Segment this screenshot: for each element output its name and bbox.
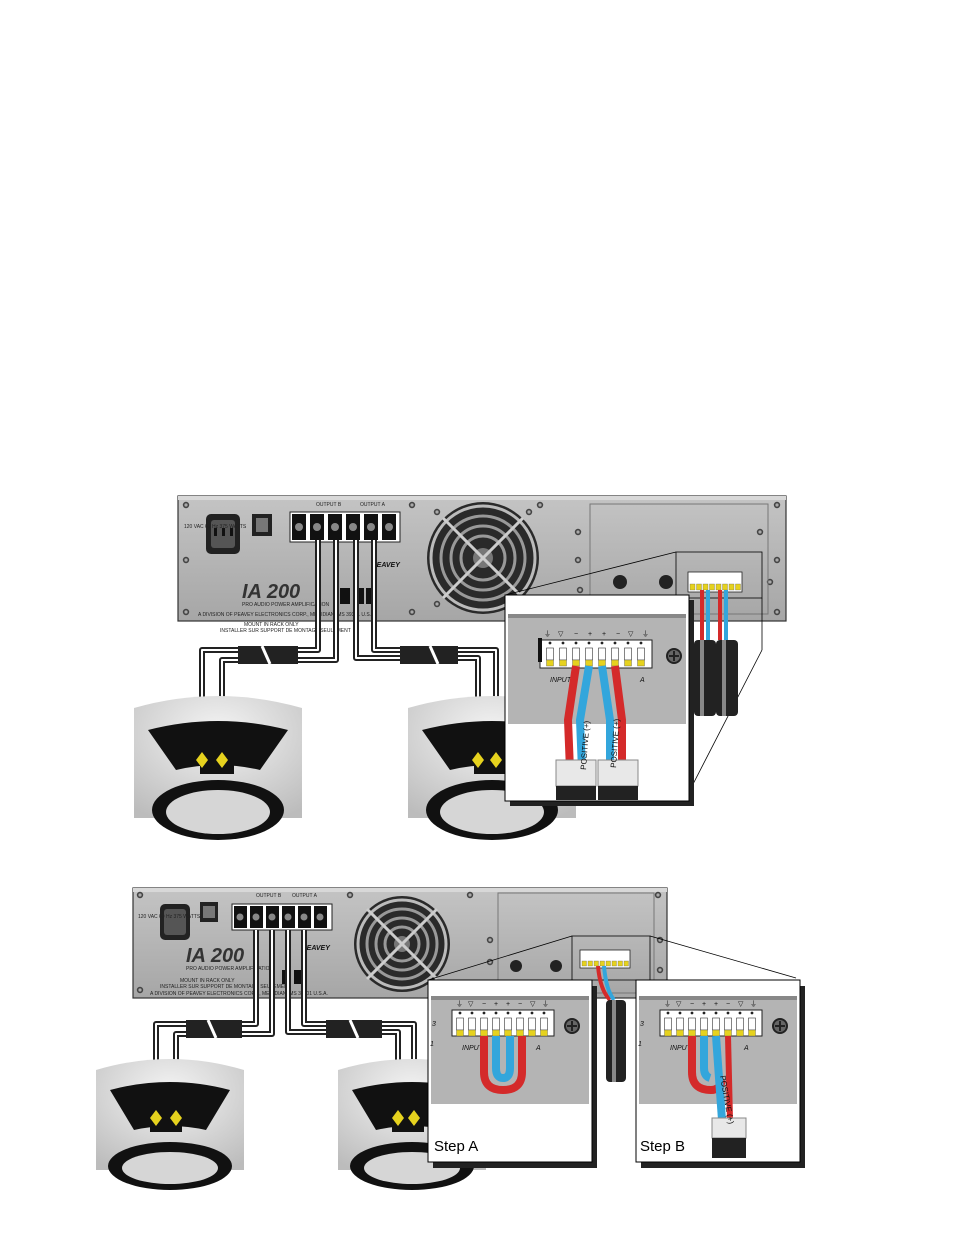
step-b-inset: 3 1 ⏚ ▽ − + + − ▽ ⏚ INPUT A xyxy=(635,979,805,1168)
rack-note-1: MOUNT IN RACK ONLY xyxy=(244,622,299,628)
svg-text:▽: ▽ xyxy=(676,1001,682,1008)
svg-text:▽: ▽ xyxy=(530,1001,536,1008)
strip-label-row: ⏚ ▽ − + + − ▽ ⏚ xyxy=(456,1000,549,1008)
speaker-minus-label: − xyxy=(474,765,479,775)
terminal-strip-icon xyxy=(538,638,653,669)
jumper-wires xyxy=(480,1036,526,1095)
svg-text:⏚: ⏚ xyxy=(750,1000,757,1008)
jumper-wires xyxy=(688,1035,747,1158)
rack-note-1: MOUNT IN RACK ONLY xyxy=(180,978,235,984)
power-label: 120 VAC 60 Hz 375 WATTS xyxy=(184,524,247,530)
power-switch-icon xyxy=(252,514,272,536)
svg-text:⏚: ⏚ xyxy=(664,1000,671,1008)
speaker-icon: − + xyxy=(96,1059,244,1190)
output-a-label: OUTPUT A xyxy=(360,502,386,508)
svg-text:▽: ▽ xyxy=(558,631,564,638)
svg-text:+: + xyxy=(494,1001,498,1008)
model-subtitle: PRO AUDIO POWER AMPLIFICATION xyxy=(186,966,274,972)
terminal-strip-icon xyxy=(687,571,743,593)
terminal-strip-icon xyxy=(579,949,631,969)
dial-mark: 3 xyxy=(432,1021,436,1028)
terminal-strip-icon xyxy=(451,1009,555,1037)
terminal-strip-icon xyxy=(659,1009,763,1037)
power-label: 120 VAC 60 Hz 375 WATTS xyxy=(138,914,201,920)
rack-note-2: INSTALLER SUR SUPPORT DE MONTAGE SEULEME… xyxy=(220,628,351,634)
input-label: INPUT xyxy=(670,1045,692,1052)
wire-label-positive: POSITIVE (+) xyxy=(609,718,621,768)
screw-icon xyxy=(564,1018,580,1034)
channel-label: A xyxy=(535,1045,541,1052)
svg-text:+: + xyxy=(588,631,592,638)
step-a-caption: Step A xyxy=(434,1138,478,1155)
output-a-label: OUTPUT A xyxy=(292,893,318,899)
speaker-icon: − + xyxy=(134,696,302,840)
power-switch-icon xyxy=(200,902,218,922)
gain-knob-icon xyxy=(510,960,562,972)
svg-text:−: − xyxy=(574,631,578,638)
svg-text:▽: ▽ xyxy=(468,1001,474,1008)
svg-text:+: + xyxy=(714,1001,718,1008)
model-name: IA 200 xyxy=(186,945,244,967)
gain-knob-icon xyxy=(613,575,673,589)
svg-text:▽: ▽ xyxy=(738,1001,744,1008)
svg-text:−: − xyxy=(690,1001,694,1008)
svg-text:+: + xyxy=(506,1001,510,1008)
strip-label-row: ⏚ ▽ − + + − ▽ ⏚ xyxy=(544,630,649,638)
input-cables xyxy=(596,965,626,1082)
input-wires xyxy=(555,665,639,800)
svg-text:−: − xyxy=(482,1001,486,1008)
svg-text:+: + xyxy=(602,631,606,638)
speaker-minus-label: − xyxy=(153,1123,158,1133)
svg-text:−: − xyxy=(616,631,620,638)
cooling-fan-icon xyxy=(427,502,539,614)
output-terminal-block xyxy=(231,903,333,931)
svg-text:▽: ▽ xyxy=(628,631,634,638)
speaker-minus-label: − xyxy=(200,765,205,775)
footer-text: A DIVISION OF PEAVEY ELECTRONICS CORP., … xyxy=(150,991,328,997)
brand-logo: PEAVEY xyxy=(372,562,401,569)
speaker-plus-label: + xyxy=(218,765,223,775)
output-b-label: OUTPUT B xyxy=(316,502,342,508)
top-diagram: 120 VAC 60 Hz 375 WATTS OUTPUT B OUTPUT … xyxy=(134,495,787,840)
svg-text:+: + xyxy=(702,1001,706,1008)
screw-icon xyxy=(666,648,682,664)
speaker-plus-label: + xyxy=(412,1123,417,1133)
terminal-detail-inset: ⏚ ▽ − + + − ▽ ⏚ INPUT A xyxy=(504,594,694,806)
svg-text:⏚: ⏚ xyxy=(544,630,551,638)
step-b-caption: Step B xyxy=(640,1138,685,1155)
iec-power-socket-icon xyxy=(160,904,190,940)
wire-label-positive: POSITIVE (+) xyxy=(579,720,591,770)
input-label: INPUT xyxy=(462,1045,484,1052)
svg-text:⏚: ⏚ xyxy=(542,1000,549,1008)
amplifier-rear-panel: 120 VAC 60 Hz 375 WATTS OUTPUT B OUTPUT … xyxy=(177,495,787,634)
strip-label-row: ⏚ ▽ − + + − ▽ ⏚ xyxy=(664,1000,757,1008)
output-terminal-block xyxy=(289,511,401,543)
model-name: IA 200 xyxy=(242,581,300,603)
speaker-plus-label: + xyxy=(492,765,497,775)
svg-text:−: − xyxy=(518,1001,522,1008)
svg-text:−: − xyxy=(726,1001,730,1008)
cooling-fan-icon xyxy=(354,896,450,992)
dial-mark: 1 xyxy=(638,1041,642,1048)
svg-text:⏚: ⏚ xyxy=(642,630,649,638)
model-subtitle: PRO AUDIO POWER AMPLIFICATION xyxy=(242,602,330,608)
rack-note-2: INSTALLER SUR SUPPORT DE MONTAGE SEULEME… xyxy=(160,984,291,990)
channel-label: A xyxy=(639,677,645,684)
channel-label: A xyxy=(743,1045,749,1052)
iec-power-socket-icon xyxy=(206,514,240,554)
screw-icon xyxy=(772,1018,788,1034)
dial-mark: 1 xyxy=(430,1041,434,1048)
output-b-label: OUTPUT B xyxy=(256,893,282,899)
dial-mark: 3 xyxy=(640,1021,644,1028)
speaker-plus-label: + xyxy=(170,1123,175,1133)
brand-logo: PEAVEY xyxy=(302,945,331,952)
bottom-diagram: 120 VAC 60 Hz 375 WATTS OUTPUT B OUTPUT … xyxy=(96,887,805,1190)
step-a-inset: 3 1 ⏚ ▽ − + + − ▽ ⏚ INPUT A xyxy=(427,979,597,1168)
svg-text:⏚: ⏚ xyxy=(456,1000,463,1008)
input-cables xyxy=(694,590,738,716)
input-label: INPUT xyxy=(550,677,572,684)
footer-text: A DIVISION OF PEAVEY ELECTRONICS CORP., … xyxy=(198,612,376,618)
speaker-minus-label: − xyxy=(395,1123,400,1133)
